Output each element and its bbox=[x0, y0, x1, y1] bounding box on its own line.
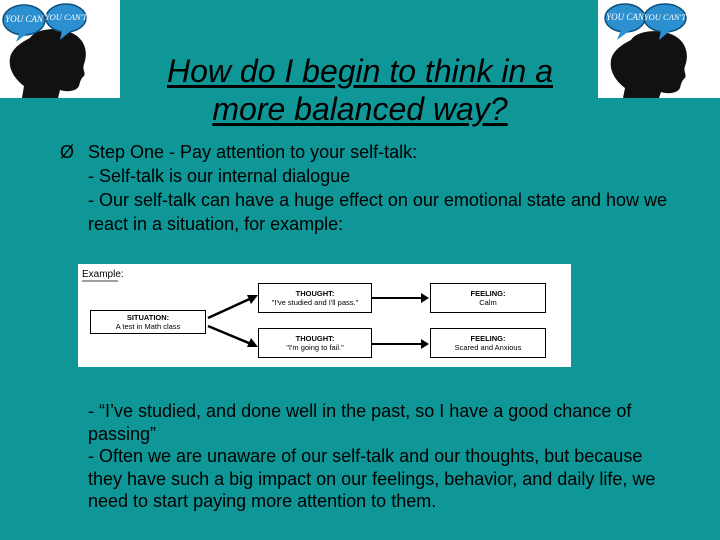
title-line-2: more balanced way? bbox=[212, 91, 508, 127]
thought-text: "I've studied and I'll pass." bbox=[271, 298, 359, 307]
bullet-text: Step One - Pay attention to your self-ta… bbox=[88, 142, 418, 162]
thought-box-negative: THOUGHT: "I'm going to fail." bbox=[258, 328, 372, 358]
sub-point: - Our self-talk can have a huge effect o… bbox=[88, 190, 668, 234]
example-diagram: Example: SITUATION: A test in Math class… bbox=[78, 264, 571, 367]
page-title: How do I begin to think in a more balanc… bbox=[120, 52, 600, 128]
title-line-1: How do I begin to think in a bbox=[166, 53, 553, 89]
sub-point: - Self-talk is our internal dialogue bbox=[88, 166, 351, 186]
arrow-bullet-icon: Ø bbox=[60, 142, 75, 162]
thought-text: "I'm going to fail." bbox=[286, 343, 344, 352]
example-label: Example: bbox=[82, 269, 124, 280]
bubble-right-text: YOU CAN'T bbox=[45, 12, 88, 22]
bullet-step-one: Ø Step One - Pay attention to your self-… bbox=[60, 140, 680, 164]
head-silhouette-icon: YOU CAN YOU CAN'T bbox=[2, 3, 88, 98]
feeling-heading: FEELING: bbox=[470, 334, 506, 343]
note-text: - Often we are unaware of our self-talk … bbox=[88, 446, 656, 511]
thought-heading: THOUGHT: bbox=[295, 334, 335, 343]
feeling-box-calm: FEELING: Calm bbox=[430, 283, 546, 313]
content-block: Ø Step One - Pay attention to your self-… bbox=[60, 140, 680, 236]
bubble-right-text: YOU CAN'T bbox=[644, 12, 687, 22]
diagram-arrows bbox=[82, 280, 429, 349]
situation-heading: SITUATION: bbox=[126, 313, 170, 322]
bubble-left-text: YOU CAN bbox=[606, 12, 645, 22]
feeling-text: Scared and Anxious bbox=[454, 343, 522, 352]
head-silhouette-icon: YOU CAN YOU CAN'T bbox=[604, 3, 687, 98]
thought-heading: THOUGHT: bbox=[295, 289, 335, 298]
logo-right: YOU CAN YOU CAN'T bbox=[598, 0, 720, 98]
thought-box-positive: THOUGHT: "I've studied and I'll pass." bbox=[258, 283, 372, 313]
feeling-box-anxious: FEELING: Scared and Anxious bbox=[430, 328, 546, 358]
feeling-heading: FEELING: bbox=[470, 289, 506, 298]
situation-box: SITUATION: A test in Math class bbox=[90, 310, 206, 334]
situation-text: A test in Math class bbox=[115, 322, 181, 331]
bubble-left-text: YOU CAN bbox=[5, 14, 44, 24]
content-block-2: - “I’ve studied, and done well in the pa… bbox=[60, 400, 680, 513]
logo-left: YOU CAN YOU CAN'T bbox=[0, 0, 120, 98]
quote-text: - “I’ve studied, and done well in the pa… bbox=[88, 401, 632, 444]
feeling-text: Calm bbox=[479, 298, 497, 307]
